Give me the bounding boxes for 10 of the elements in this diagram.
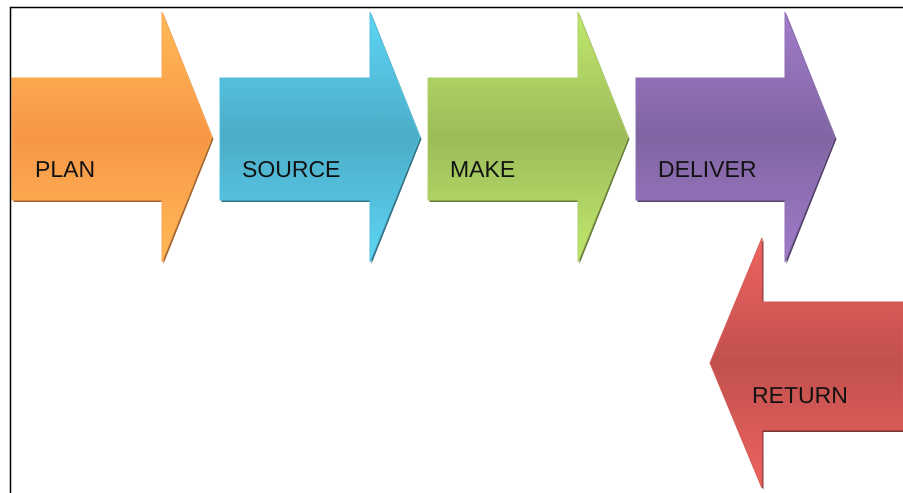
step-label: SOURCE (242, 158, 340, 181)
process-step-shape (220, 12, 420, 262)
process-step-shape (428, 12, 628, 262)
process-step-shape (710, 238, 903, 488)
process-step-shape (636, 12, 835, 262)
step-label: MAKE (450, 158, 516, 181)
step-label: RETURN (752, 384, 848, 407)
step-label: DELIVER (658, 158, 756, 181)
process-step-shape (12, 12, 212, 262)
step-label: PLAN (35, 158, 96, 181)
